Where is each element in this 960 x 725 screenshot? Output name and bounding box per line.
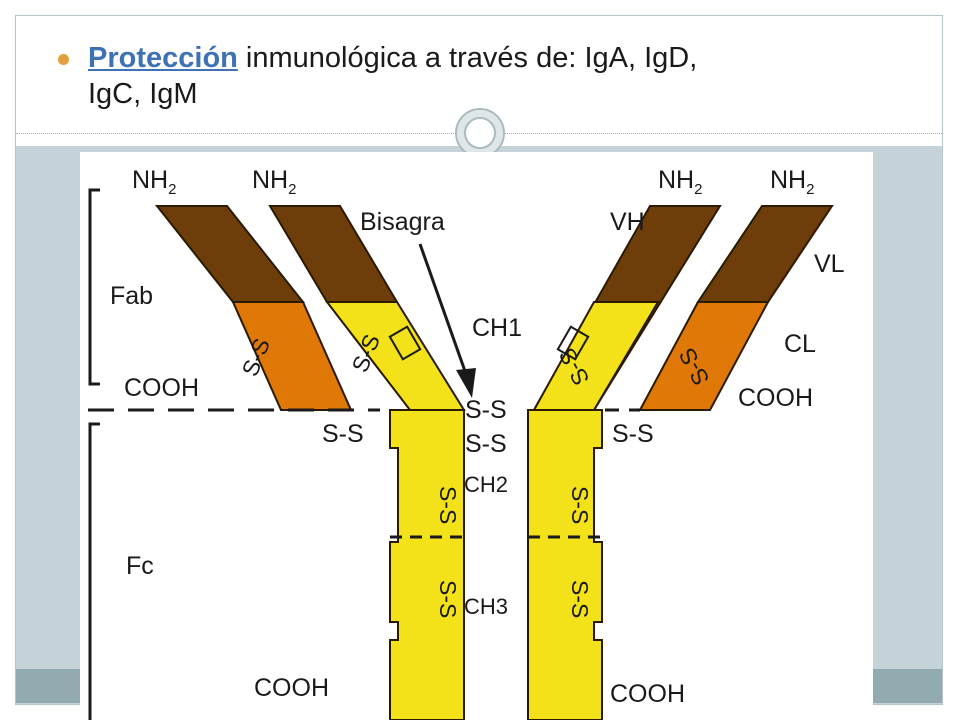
ss-bond-left-ch2: S-S: [435, 486, 461, 524]
fab-label: Fab: [110, 282, 153, 310]
left-heavy-fc-region: [389, 409, 465, 721]
fc-label: Fc: [126, 552, 154, 580]
right-heavy-fc-region: [527, 409, 603, 721]
vl-label: VL: [814, 250, 845, 278]
bullet-dot-icon: [58, 54, 69, 65]
fab-bracket: [88, 188, 100, 386]
antibody-diagram-svg: NH2 NH2 NH2 NH2 Bisagra VH VL Fab CH1 CL…: [80, 152, 873, 721]
bullet-text-line2: IgC, IgM: [88, 78, 198, 110]
ss-label-right: S-S: [612, 420, 654, 448]
cooh-label-bottom-right: COOH: [610, 680, 685, 708]
ss-bond-right-ch3: S-S: [567, 580, 593, 618]
ch2-label: CH2: [464, 472, 508, 497]
cooh-label-left: COOH: [124, 374, 199, 402]
bullet-text: Protección inmunológica a través de: IgA…: [88, 40, 868, 112]
bullet-text-line1: inmunológica a través de: IgA, IgD,: [237, 42, 698, 74]
ss-label-mid: S-S: [465, 430, 507, 458]
ch1-label: CH1: [472, 314, 522, 342]
nh2-label-2: NH2: [252, 166, 296, 198]
nh2-label-1: NH2: [132, 166, 176, 198]
bisagra-arrow-line: [418, 243, 468, 375]
right-light-constant-region: [638, 301, 770, 411]
left-hinge-box: [388, 325, 422, 361]
antibody-diagram: NH2 NH2 NH2 NH2 Bisagra VH VL Fab CH1 CL…: [80, 152, 873, 721]
bisagra-arrow-head: [456, 368, 476, 398]
cooh-label-right: COOH: [738, 384, 813, 412]
ss-bond-right-ch2: S-S: [567, 486, 593, 524]
proteccion-link[interactable]: Protección: [88, 42, 238, 74]
bisagra-label: Bisagra: [360, 208, 445, 236]
ss-label-top: S-S: [465, 396, 507, 424]
divider-circle-ornament: [455, 108, 505, 158]
nh2-label-3: NH2: [658, 166, 702, 198]
cl-label: CL: [784, 330, 816, 358]
fc-bracket: [88, 422, 100, 720]
ss-bond-left-ch3: S-S: [435, 580, 461, 618]
ss-label-left: S-S: [322, 420, 364, 448]
nh2-label-4: NH2: [770, 166, 814, 198]
cooh-label-bottom-left: COOH: [254, 674, 329, 702]
divider-circle-inner: [464, 117, 496, 149]
ch3-label: CH3: [464, 594, 508, 619]
vh-label: VH: [610, 208, 645, 236]
right-hinge-box: [556, 325, 590, 361]
